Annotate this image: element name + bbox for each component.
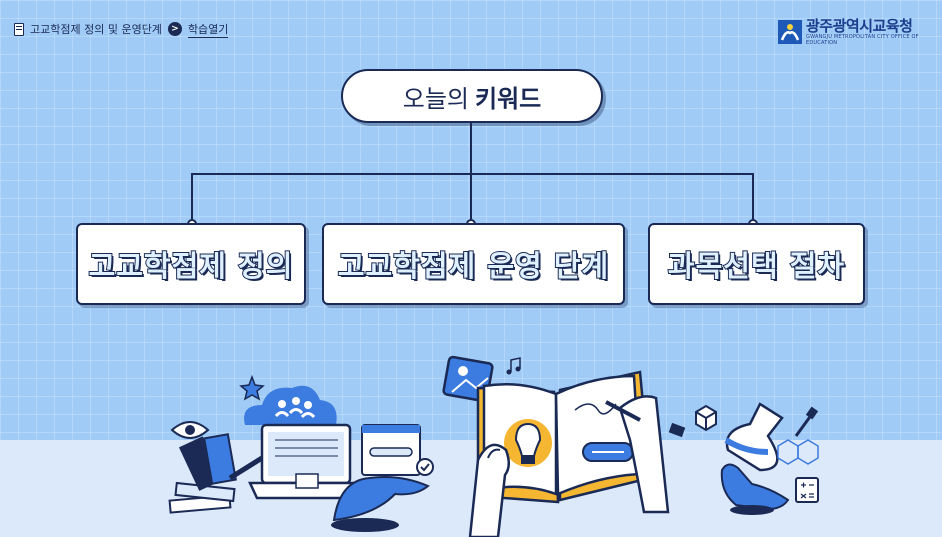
keyword-box-definition[interactable]: 고교학점제 정의 <box>76 223 306 305</box>
hand-right-icon <box>720 463 790 515</box>
connector-left <box>191 173 193 225</box>
music-note-icon <box>506 357 521 375</box>
office-of-education-logo: 광주광역시교육청 GWANGJU METROPOLITAN CITY OFFIC… <box>778 18 942 46</box>
book-icon <box>14 22 24 36</box>
keyword-box-operation-stages[interactable]: 고교학점제 운영 단계 <box>322 223 625 305</box>
cube-icon <box>695 404 717 432</box>
keyword-box-label: 고교학점제 정의 <box>88 248 294 284</box>
connector-horizontal <box>191 173 753 175</box>
star-icon <box>239 374 265 401</box>
logo-subtitle: GWANGJU METROPOLITAN CITY OFFICE OF EDUC… <box>806 34 919 46</box>
keyword-bold-text: 키워드 <box>475 84 542 113</box>
laptop-icon <box>248 423 364 500</box>
molecule-icon <box>777 439 819 465</box>
chevron-right-icon: > <box>167 22 182 36</box>
calculator-icon <box>795 477 819 503</box>
cloud-people-icon <box>244 385 337 425</box>
eye-icon <box>170 421 210 439</box>
keyword-box-course-selection[interactable]: 과목선택 절차 <box>648 223 865 305</box>
books-icon <box>168 433 264 514</box>
lightbulb-icon <box>504 419 552 467</box>
hand-writing-icon <box>605 395 686 514</box>
keyword-light-text: 오늘의 <box>402 84 469 113</box>
keyword-box-label: 고교학점제 운영 단계 <box>337 248 610 284</box>
breadcrumb-item-section[interactable]: 고교학점제 정의 및 운영단계 <box>30 23 162 36</box>
logo-name: 광주광역시교육청 <box>806 17 913 35</box>
todays-keyword-title: 오늘의 키워드 <box>341 69 603 123</box>
breadcrumb-item-current[interactable]: 학습열기 <box>187 22 229 38</box>
hand-icon <box>331 476 430 532</box>
connector-right <box>752 173 754 225</box>
breadcrumb: 고교학점제 정의 및 운영단계 > 학습열기 <box>14 18 229 40</box>
keyword-box-label: 과목선택 절차 <box>667 248 846 284</box>
flask-icon <box>724 402 784 472</box>
dropper-icon <box>794 406 819 437</box>
hand-holding-bulb-icon <box>468 443 510 537</box>
search-window-icon <box>361 424 434 476</box>
connector-vertical-main <box>470 123 472 174</box>
logo-mark-icon <box>778 20 802 44</box>
connector-center <box>470 173 472 225</box>
